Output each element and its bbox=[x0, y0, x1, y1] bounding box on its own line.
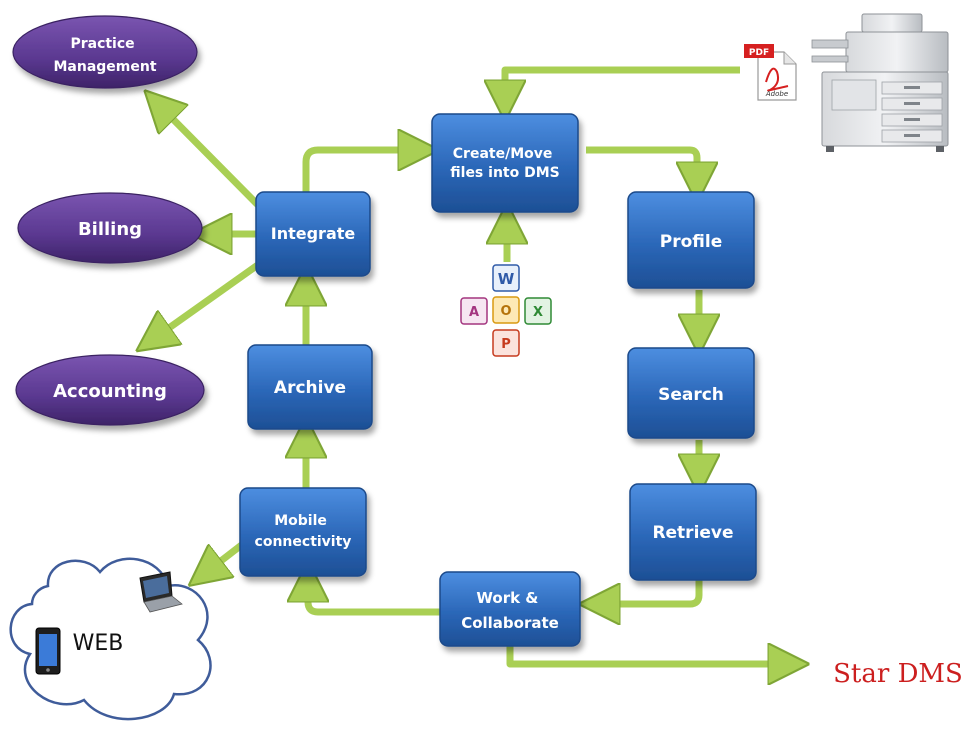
svg-text:Create/Move files into D: Create/Move files into DMS bbox=[450, 146, 559, 181]
arrow-work-to-mobile bbox=[308, 580, 440, 616]
work-line-1: Work & bbox=[476, 589, 538, 607]
powerpoint-icon: P bbox=[492, 329, 520, 357]
oval-practice-management: Practice Management bbox=[12, 15, 198, 89]
oval-accounting: Accounting bbox=[15, 354, 205, 426]
laptop-icon bbox=[139, 571, 183, 613]
svg-text:W: W bbox=[498, 270, 515, 288]
web-cloud: WEB bbox=[9, 557, 212, 721]
svg-text:O: O bbox=[500, 304, 511, 319]
node-archive: Archive bbox=[247, 344, 373, 430]
access-icon: A bbox=[460, 297, 488, 325]
word-icon: W bbox=[492, 264, 520, 292]
arrow-integrate-to-practice bbox=[158, 104, 261, 208]
arrow-work-to-star-dms bbox=[506, 644, 790, 664]
arrow-retrieve-to-work bbox=[598, 580, 703, 604]
connector-arrows bbox=[152, 66, 790, 664]
node-integrate: Integrate bbox=[255, 191, 371, 277]
practice-line-1: Practice bbox=[70, 36, 134, 52]
node-retrieve: Retrieve bbox=[629, 483, 757, 581]
office-icons: W O A X P bbox=[460, 264, 552, 357]
practice-line-2: Management bbox=[53, 59, 156, 75]
integrate-label: Integrate bbox=[271, 224, 356, 243]
search-label: Search bbox=[658, 385, 724, 405]
mobile-line-1: Mobile bbox=[274, 513, 327, 529]
profile-label: Profile bbox=[660, 232, 722, 252]
scanner-printer-icon bbox=[811, 13, 949, 152]
node-work-collaborate: Work & Collaborate bbox=[439, 571, 581, 647]
node-mobile-connectivity: Mobile connectivity bbox=[239, 487, 367, 577]
svg-text:P: P bbox=[501, 337, 511, 352]
web-label: WEB bbox=[73, 631, 124, 656]
mobile-line-2: connectivity bbox=[255, 534, 352, 550]
archive-label: Archive bbox=[274, 378, 346, 398]
retrieve-label: Retrieve bbox=[652, 523, 733, 543]
oval-billing: Billing bbox=[17, 192, 203, 264]
svg-text:Practice Management: Practice Management bbox=[53, 36, 156, 75]
svg-text:Mobile connectivity: Mobile connectivity bbox=[255, 513, 352, 550]
arrow-create-to-profile bbox=[586, 146, 697, 184]
node-create-move: Create/Move files into DMS bbox=[431, 113, 579, 213]
arrow-scanner-to-create bbox=[505, 66, 740, 102]
create-move-line-1: Create/Move bbox=[453, 146, 553, 162]
svg-text:PDF: PDF bbox=[749, 48, 769, 58]
create-move-line-2: files into DMS bbox=[450, 165, 559, 181]
work-line-2: Collaborate bbox=[461, 614, 559, 632]
svg-text:X: X bbox=[533, 305, 543, 320]
smartphone-icon bbox=[35, 627, 61, 675]
svg-text:Work & Collaborate: Work & Collaborate bbox=[461, 589, 559, 632]
svg-text:A: A bbox=[469, 305, 479, 320]
brand-star-dms: Star DMS bbox=[833, 659, 963, 689]
pdf-document-icon: PDF Adobe bbox=[744, 44, 797, 101]
billing-label: Billing bbox=[78, 219, 142, 240]
accounting-label: Accounting bbox=[53, 381, 167, 402]
svg-text:Adobe: Adobe bbox=[765, 90, 788, 98]
outlook-icon: O bbox=[492, 296, 520, 324]
excel-icon: X bbox=[524, 297, 552, 325]
node-search: Search bbox=[627, 347, 755, 439]
arrow-integrate-to-create bbox=[302, 150, 420, 192]
arrow-integrate-to-accounting bbox=[152, 259, 265, 340]
node-profile: Profile bbox=[627, 191, 755, 289]
